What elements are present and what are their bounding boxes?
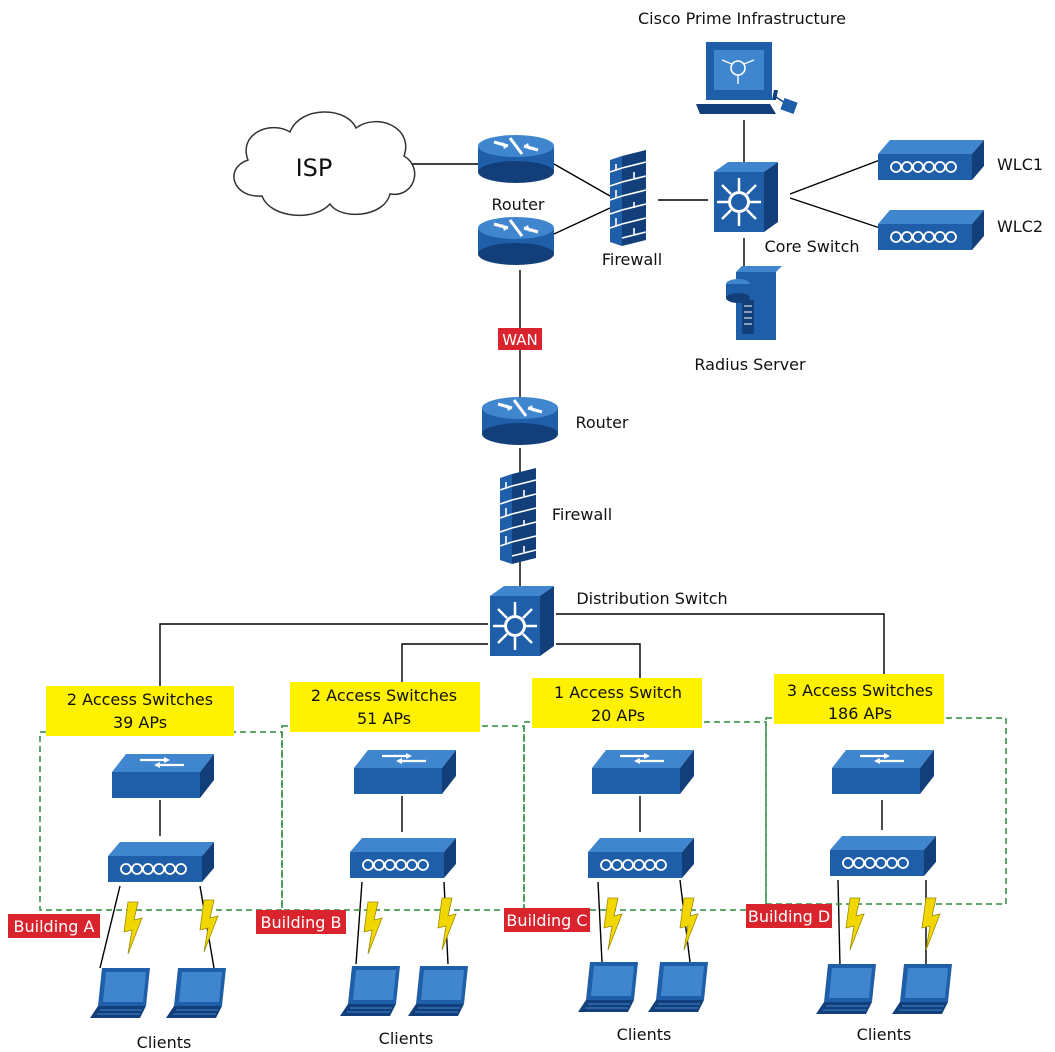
building-b-label: Building B bbox=[261, 913, 342, 932]
building-a-summary-line1: 2 Access Switches bbox=[67, 690, 213, 709]
core-switch-icon bbox=[712, 160, 780, 234]
building-a-access-switch-icon bbox=[110, 752, 216, 800]
building-b-clients-label: Clients bbox=[379, 1029, 434, 1048]
building-b-laptop-icon-2 bbox=[407, 965, 469, 1017]
building-d-laptop-icon-2 bbox=[891, 963, 953, 1015]
building-c-laptop-icon-1 bbox=[577, 961, 639, 1013]
top-router-label: Router bbox=[491, 195, 544, 214]
building-d-bolt-icon-2 bbox=[921, 897, 941, 951]
top-router-1 bbox=[476, 133, 556, 185]
building-c-bolt-icon-1 bbox=[603, 897, 623, 951]
building-d-summary-line2: 186 APs bbox=[828, 704, 892, 723]
wlc2-label: WLC2 bbox=[997, 217, 1043, 236]
distribution-label: Distribution Switch bbox=[576, 589, 727, 608]
isp-cloud: ISP bbox=[233, 111, 416, 217]
building-a-laptop-icon-2 bbox=[165, 967, 227, 1019]
building-b-summary-line1: 2 Access Switches bbox=[311, 686, 457, 705]
wlc1-label: WLC1 bbox=[997, 155, 1043, 174]
top-router-2 bbox=[476, 215, 556, 267]
building-b-ap-icon bbox=[349, 837, 457, 879]
building-a: 2 Access Switches 39 APs Building A Clie… bbox=[8, 686, 234, 1052]
isp-label: ISP bbox=[296, 154, 333, 182]
building-c-clients-label: Clients bbox=[617, 1025, 672, 1044]
building-c: 1 Access Switch 20 APs Building C Client… bbox=[504, 678, 709, 1044]
building-c-summary-line2: 20 APs bbox=[591, 706, 645, 725]
wlc2-icon bbox=[877, 209, 985, 251]
building-d-ap-icon bbox=[829, 835, 937, 877]
building-b-summary-line2: 51 APs bbox=[357, 709, 411, 728]
wlc1-icon bbox=[877, 139, 985, 181]
building-c-access-switch-icon bbox=[590, 748, 696, 796]
building-d-summary-line1: 3 Access Switches bbox=[787, 681, 933, 700]
building-c-bolt-icon-2 bbox=[679, 897, 699, 951]
building-b: 2 Access Switches 51 APs Building B Clie… bbox=[256, 682, 480, 1048]
building-a-bolt-icon-2 bbox=[199, 899, 219, 953]
distribution-switch-icon bbox=[488, 584, 556, 658]
building-c-label: Building C bbox=[506, 911, 587, 930]
mid-router-icon bbox=[480, 395, 560, 447]
mid-firewall-icon bbox=[499, 467, 537, 565]
top-firewall bbox=[609, 149, 647, 247]
building-d-clients-label: Clients bbox=[857, 1025, 912, 1044]
building-c-summary-line1: 1 Access Switch bbox=[554, 683, 682, 702]
building-a-laptop-icon-1 bbox=[89, 967, 151, 1019]
building-c-ap-icon bbox=[587, 837, 695, 879]
radius-server-icon bbox=[726, 266, 782, 340]
building-d-laptop-icon-1 bbox=[815, 963, 877, 1015]
core-switch-label: Core Switch bbox=[764, 237, 859, 256]
mid-router-label: Router bbox=[575, 413, 628, 432]
wan-label: WAN bbox=[502, 331, 538, 349]
building-c-laptop-icon-2 bbox=[647, 961, 709, 1013]
mid-firewall-label: Firewall bbox=[552, 505, 612, 524]
wan-badge: WAN bbox=[498, 328, 542, 350]
prime-label: Cisco Prime Infrastructure bbox=[638, 9, 846, 28]
top-firewall-label: Firewall bbox=[602, 250, 662, 269]
building-d-access-switch-icon bbox=[830, 748, 936, 796]
building-b-access-switch-icon bbox=[352, 748, 458, 796]
building-a-label: Building A bbox=[14, 917, 95, 936]
building-a-ap-icon bbox=[107, 841, 215, 883]
building-a-clients-label: Clients bbox=[137, 1033, 192, 1052]
building-d-bolt-icon-1 bbox=[845, 897, 865, 951]
building-d-label: Building D bbox=[748, 907, 830, 926]
building-d: 3 Access Switches 186 APs Building D Cli… bbox=[746, 674, 953, 1044]
building-b-laptop-icon-1 bbox=[339, 965, 401, 1017]
prime-workstation-icon bbox=[696, 42, 798, 115]
radius-label: Radius Server bbox=[694, 355, 806, 374]
building-a-summary-line2: 39 APs bbox=[113, 713, 167, 732]
